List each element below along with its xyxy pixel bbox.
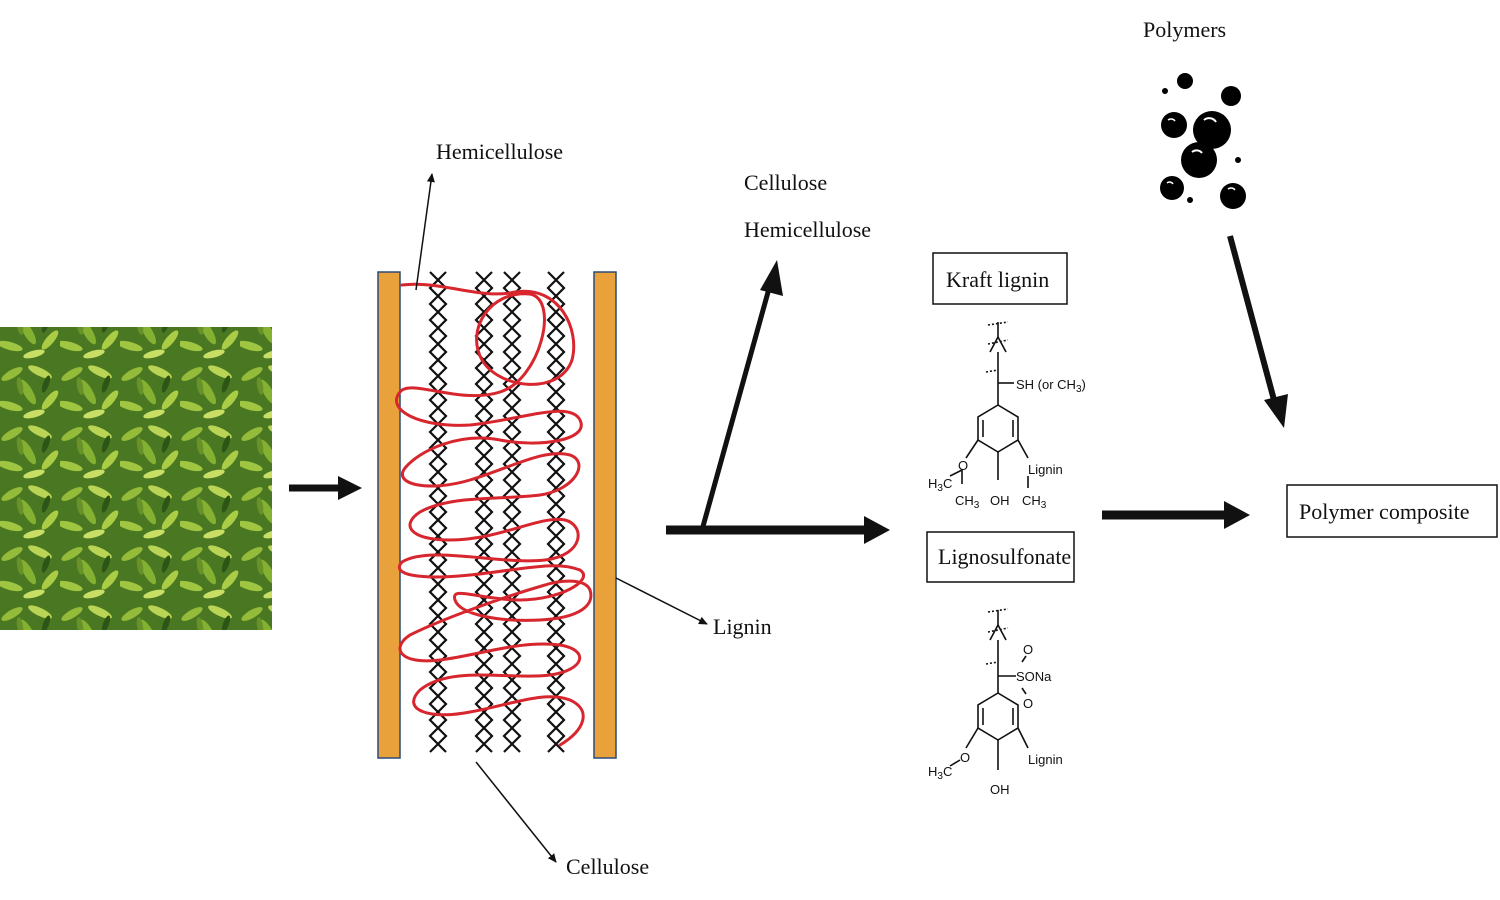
- cellulose-chain-1b: [428, 271, 448, 753]
- svg-text:OH: OH: [990, 493, 1010, 508]
- label-extracted-cellulose: Cellulose: [744, 170, 827, 195]
- svg-text:O: O: [1023, 696, 1033, 711]
- pointer-lignin: Lignin: [615, 577, 772, 639]
- polymer-composite-box: Polymer composite: [1286, 484, 1498, 538]
- arrow-fractionation-horizontal: [666, 516, 890, 544]
- svg-text:H3C: H3C: [928, 476, 952, 494]
- svg-text:O: O: [958, 458, 968, 473]
- pointer-cellulose: Cellulose: [475, 761, 649, 879]
- lignosulfonate-structure: [949, 608, 1029, 770]
- label-polymer-composite: Polymer composite: [1299, 499, 1469, 524]
- lignosulfonate-box: Lignosulfonate: [926, 531, 1075, 583]
- kraft-lignin-structure: [949, 321, 1029, 488]
- svg-text:CH3: CH3: [955, 493, 980, 511]
- lignin-wall-right: [593, 271, 617, 759]
- lignin-wall-left: [377, 271, 401, 759]
- label-hemicellulose: Hemicellulose: [436, 139, 563, 164]
- svg-text:SH (or CH3): SH (or CH3): [1016, 377, 1086, 395]
- label-lignin: Lignin: [713, 614, 772, 639]
- pointer-hemicellulose: Hemicellulose: [415, 139, 563, 291]
- cellulose-chain-4b: [546, 271, 566, 753]
- svg-text:CH3: CH3: [1022, 493, 1047, 511]
- svg-text:O: O: [960, 750, 970, 765]
- kraft-lignin-box: Kraft lignin: [932, 252, 1068, 305]
- cellulose-chain-3a: [502, 271, 522, 753]
- label-cellulose: Cellulose: [566, 854, 649, 879]
- cellulose-chains: [428, 271, 566, 753]
- svg-text:Lignin: Lignin: [1028, 462, 1063, 477]
- cellulose-chain-3b: [502, 271, 522, 753]
- cellulose-chain-2b: [474, 271, 494, 753]
- arrow-lignin-to-composite: [1102, 501, 1250, 529]
- hemicellulose-strand: [395, 282, 593, 747]
- label-kraft-lignin: Kraft lignin: [946, 267, 1049, 292]
- label-extracted-hemicellulose: Hemicellulose: [744, 217, 871, 242]
- label-polymers: Polymers: [1143, 17, 1226, 42]
- svg-text:SONa: SONa: [1016, 669, 1052, 684]
- arrow-polymers-to-composite: [1227, 235, 1288, 428]
- cellulose-chain-2a: [474, 271, 494, 753]
- svg-text:OH: OH: [990, 782, 1010, 797]
- kraft-lignin-labels: SH (or CH3) Lignin H3C O CH3 OH CH3: [928, 377, 1086, 511]
- arrow-fractionation-up: [699, 260, 783, 531]
- lignosulfonate-labels: O SONa O Lignin H3C O OH: [928, 642, 1063, 797]
- arrow-plant-to-cellwall: [289, 476, 362, 500]
- polymer-spheres-icon: [1160, 73, 1246, 209]
- label-lignosulfonate: Lignosulfonate: [938, 544, 1071, 569]
- svg-text:O: O: [1023, 642, 1033, 657]
- plant-photo: [0, 327, 272, 630]
- cell-wall-structure: [377, 271, 617, 759]
- cellulose-chain-1a: [428, 271, 448, 753]
- svg-text:H3C: H3C: [928, 764, 952, 782]
- svg-text:Lignin: Lignin: [1028, 752, 1063, 767]
